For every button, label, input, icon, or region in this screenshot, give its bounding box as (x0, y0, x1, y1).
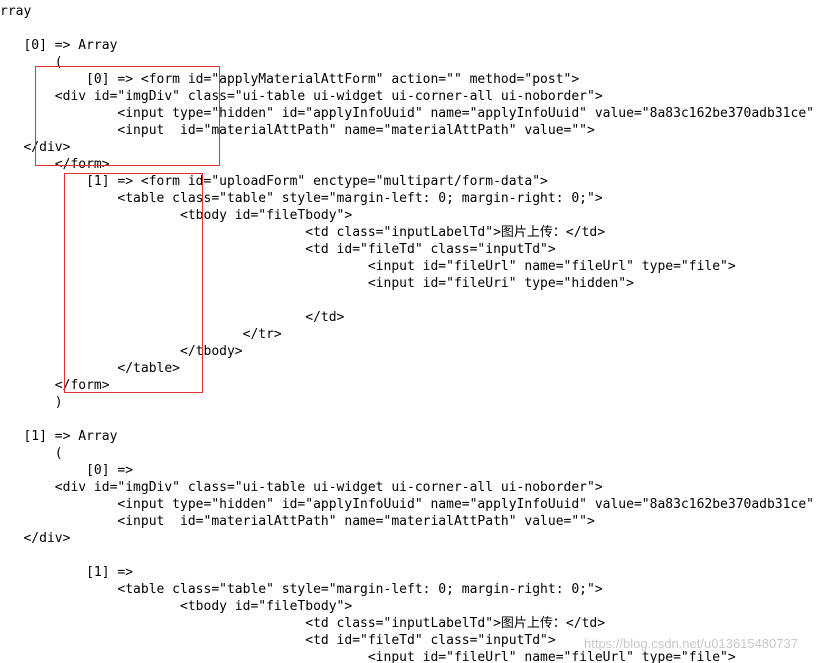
code-line: ( (0, 55, 63, 70)
code-line: rray (0, 4, 32, 19)
code-line: <div id="imgDiv" class="ui-table ui-widg… (0, 89, 603, 104)
code-line: </table> (0, 361, 181, 376)
code-line: <input type="hidden" id="applyInfoUuid" … (0, 106, 814, 121)
code-line: [0] => Array (0, 38, 118, 53)
code-line: <input id="materialAttPath" name="materi… (0, 123, 595, 138)
code-line: <td id="fileTd" class="inputTd"> (0, 242, 556, 257)
code-line: [0] => <form id="applyMaterialAttForm" a… (0, 72, 580, 87)
code-line: <input id="materialAttPath" name="materi… (0, 514, 595, 529)
code-line: <input id="fileUrl" name="fileUrl" type=… (0, 259, 736, 274)
code-line: <tbody id="fileTbody"> (0, 208, 353, 223)
code-line: </form> (0, 157, 110, 172)
code-line: <input id="fileUrl" name="fileUrl" type=… (0, 650, 736, 663)
code-line: </form> (0, 378, 110, 393)
code-line: [1] => Array (0, 429, 118, 444)
code-line: ( (0, 446, 63, 461)
code-line: [0] => (0, 463, 134, 478)
code-line: </div> (0, 531, 71, 546)
code-line: ) (0, 395, 63, 410)
code-line: <tbody id="fileTbody"> (0, 599, 353, 614)
code-line: <input type="hidden" id="applyInfoUuid" … (0, 497, 814, 512)
code-line: <div id="imgDiv" class="ui-table ui-widg… (0, 480, 603, 495)
code-line: <table class="table" style="margin-left:… (0, 191, 603, 206)
code-line: [1] => (0, 565, 134, 580)
watermark: https://blog.csdn.net/u013615480737 (584, 636, 798, 651)
code-line: <input id="fileUri" type="hidden"> (0, 276, 634, 291)
code-line: </tbody> (0, 344, 243, 359)
code-line: <table class="table" style="margin-left:… (0, 582, 603, 597)
code-line: </td> (0, 310, 345, 325)
code-line: <td id="fileTd" class="inputTd"> (0, 633, 556, 648)
code-line: <td class="inputLabelTd">图片上传：</td> (0, 225, 606, 240)
code-line: </tr> (0, 327, 282, 342)
code-line: </div> (0, 140, 71, 155)
code-line: <td class="inputLabelTd">图片上传：</td> (0, 616, 606, 631)
code-line: [1] => <form id="uploadForm" enctype="mu… (0, 174, 548, 189)
